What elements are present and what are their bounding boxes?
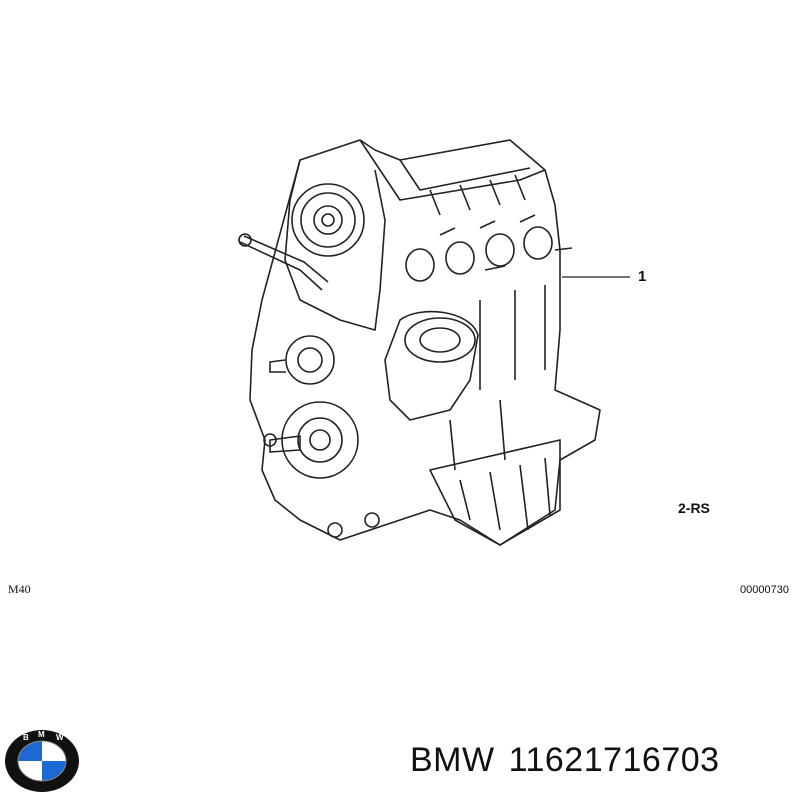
svg-text:W: W — [56, 733, 64, 742]
part-number-line: BMW 11621716703 — [410, 741, 720, 780]
crankshaft-pulley — [281, 401, 359, 479]
timing-cover — [284, 159, 386, 331]
svg-text:B: B — [23, 733, 29, 742]
engine-code-label: M40 — [8, 582, 31, 596]
cam-cover-ribs — [429, 174, 526, 216]
intake-ports — [405, 226, 553, 282]
water-pump — [285, 335, 335, 385]
camshaft-pulley — [291, 183, 365, 257]
image-number-label: 00000730 — [740, 584, 789, 596]
part-number: 11621716703 — [508, 741, 720, 779]
manifold-studs — [439, 214, 573, 271]
dipstick-tube — [239, 235, 329, 291]
svg-text:M: M — [38, 730, 45, 739]
variant-label: 2-RS — [678, 500, 710, 516]
block-ribs — [449, 285, 546, 471]
bmw-logo-icon: B M W — [5, 730, 79, 792]
part-brand: BMW — [410, 741, 495, 779]
oil-pan — [429, 439, 561, 546]
callout-number: 1 — [638, 268, 647, 285]
valve-cover — [359, 139, 546, 201]
oil-filter-housing — [384, 310, 479, 421]
